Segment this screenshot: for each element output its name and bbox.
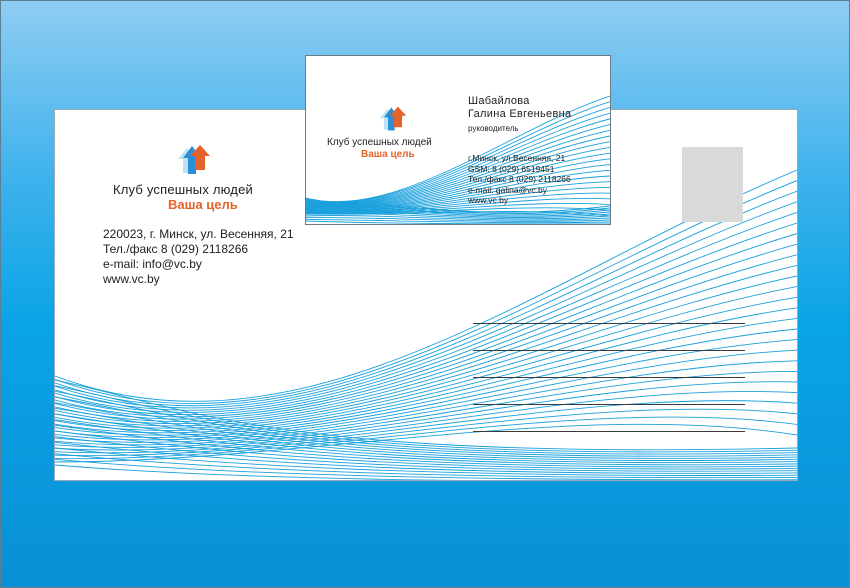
recipient-address-line [473, 350, 745, 351]
card-person-name: Шабайлова Галина Евгеньевна [468, 95, 571, 121]
sender-address-site: www.vc.by [103, 272, 160, 286]
card-email: e-mail: galina@vc.by [468, 184, 548, 195]
card-brand-name: Клуб успешных людей [327, 137, 432, 148]
card-given-name: Галина Евгеньевна [468, 108, 572, 120]
envelope-wave-lines [55, 169, 797, 480]
card-wave-lines [306, 95, 610, 224]
card-logo-icon [379, 106, 407, 131]
card-brand-slogan: Ваша цель [361, 149, 415, 160]
card-surname: Шабайлова [468, 95, 530, 107]
sender-address: 220023, г. Минск, ул. Весенняя, 21 Тел./… [103, 227, 294, 287]
recipient-address-line [473, 323, 745, 324]
recipient-address-line [473, 404, 745, 405]
envelope-brand-name: Клуб успешных людей [113, 182, 253, 197]
recipient-address-line [473, 377, 745, 378]
recipient-address-line [473, 431, 745, 432]
card-address: г.Минск, ул.Весенняя, 21 [468, 153, 566, 163]
envelope-brand-slogan: Ваша цель [168, 197, 238, 212]
business-card: Клуб успешных людей Ваша цель Шабайлова … [305, 55, 611, 225]
stamp-placeholder [682, 147, 743, 222]
sender-address-phone: Тел./факс 8 (029) 2118266 [103, 242, 249, 256]
card-role: руководитель [468, 124, 519, 133]
envelope-logo-icon [178, 145, 210, 174]
card-gsm: GSM: 8 (029) 6519451 [468, 163, 555, 174]
card-contacts: г.Минск, ул.Весенняя, 21 GSM: 8 (029) 65… [468, 153, 571, 206]
sender-address-email: e-mail: info@vc.by [103, 257, 202, 271]
sender-address-street: 220023, г. Минск, ул. Весенняя, 21 [103, 227, 294, 241]
card-site: www.vc.by [468, 195, 509, 205]
card-phone: Тел./факс 8 (029) 2118266 [468, 174, 571, 184]
